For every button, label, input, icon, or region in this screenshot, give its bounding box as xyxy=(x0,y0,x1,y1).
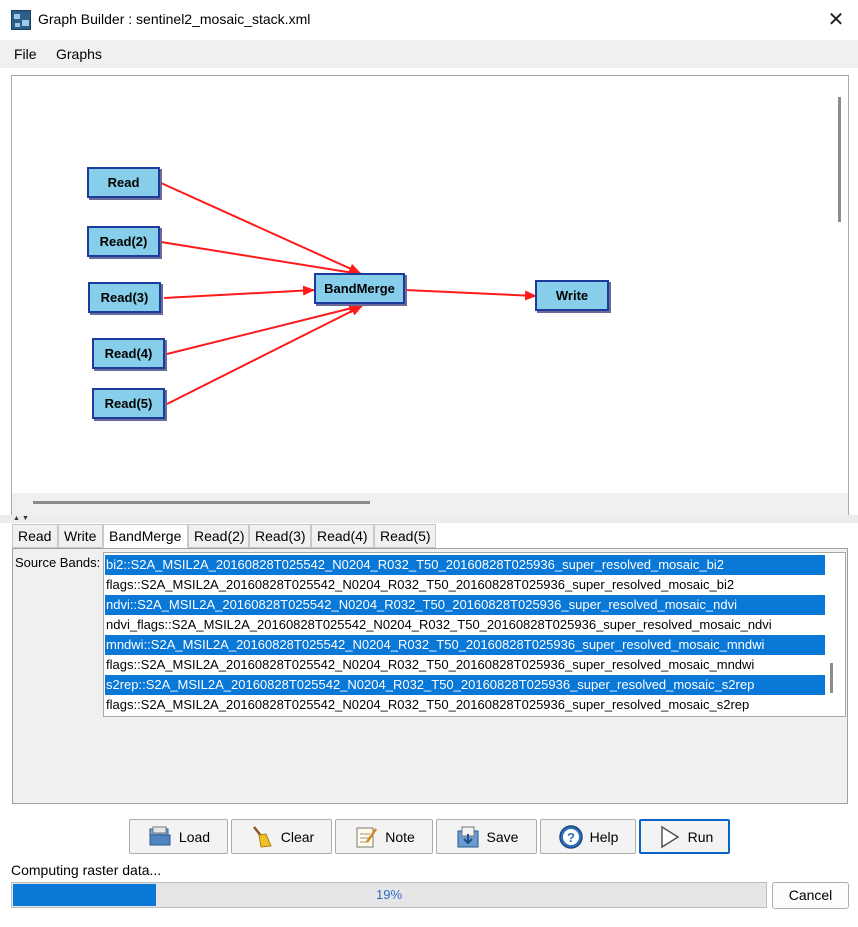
node-read[interactable]: Read xyxy=(87,167,160,198)
play-icon xyxy=(656,824,682,850)
edge-read-bandmerge xyxy=(160,182,361,274)
tab-read-2[interactable]: Read(2) xyxy=(188,524,249,548)
clear-button-label: Clear xyxy=(280,828,315,845)
canvas-vertical-scrollbar[interactable] xyxy=(838,97,841,222)
save-button[interactable]: Save xyxy=(436,819,537,854)
edge-read3-bandmerge xyxy=(163,285,315,299)
node-read-5[interactable]: Read(5) xyxy=(92,388,165,419)
title-bar xyxy=(0,0,858,40)
band-item[interactable]: s2rep::S2A_MSIL2A_20160828T025542_N0204_… xyxy=(105,675,825,695)
node-read-3[interactable]: Read(3) xyxy=(88,282,161,313)
node-read-4[interactable]: Read(4) xyxy=(92,338,165,369)
node-tabs: Read Write BandMerge Read(2) Read(3) Rea… xyxy=(12,524,850,548)
load-button[interactable]: Load xyxy=(129,819,228,854)
band-item[interactable]: flags::S2A_MSIL2A_20160828T025542_N0204_… xyxy=(106,657,755,672)
tab-write[interactable]: Write xyxy=(58,524,103,548)
progress-bar: 19% xyxy=(11,882,767,908)
progress-fill xyxy=(13,884,156,906)
save-button-label: Save xyxy=(486,828,519,845)
app-icon xyxy=(11,10,31,30)
folder-icon xyxy=(147,824,173,850)
split-pane-divider[interactable]: ▲ ▼ xyxy=(0,515,858,523)
bands-list-scrollbar[interactable] xyxy=(830,663,833,693)
band-item[interactable]: ndvi_flags::S2A_MSIL2A_20160828T025542_N… xyxy=(106,617,772,632)
tab-read-3[interactable]: Read(3) xyxy=(249,524,311,548)
run-button-label: Run xyxy=(687,828,714,845)
help-button-label: Help xyxy=(589,828,619,845)
tab-bandmerge[interactable]: BandMerge xyxy=(103,524,188,548)
collapse-down-icon[interactable]: ▼ xyxy=(22,515,29,522)
run-button[interactable]: Run xyxy=(639,819,730,854)
note-button-label: Note xyxy=(385,828,415,845)
menu-graphs[interactable]: Graphs xyxy=(56,46,102,62)
edge-read5-bandmerge xyxy=(166,305,363,405)
load-button-label: Load xyxy=(178,828,211,845)
band-item[interactable]: flags::S2A_MSIL2A_20160828T025542_N0204_… xyxy=(106,577,735,592)
window-title: Graph Builder : sentinel2_mosaic_stack.x… xyxy=(38,11,311,27)
band-item[interactable]: ndvi::S2A_MSIL2A_20160828T025542_N0204_R… xyxy=(105,595,825,615)
menu-bar: File Graphs xyxy=(0,40,858,68)
band-item[interactable]: bi2::S2A_MSIL2A_20160828T025542_N0204_R0… xyxy=(105,555,825,575)
node-bandmerge[interactable]: BandMerge xyxy=(314,273,405,304)
band-item[interactable]: flags::S2A_MSIL2A_20160828T025542_N0204_… xyxy=(106,697,750,712)
save-icon xyxy=(455,824,481,850)
help-button[interactable]: ? Help xyxy=(540,819,636,854)
edge-read2-bandmerge xyxy=(160,241,361,278)
canvas-scroll-track xyxy=(12,493,848,515)
node-read-2[interactable]: Read(2) xyxy=(87,226,160,257)
progress-label: 19% xyxy=(375,887,403,902)
tab-read-4[interactable]: Read(4) xyxy=(311,524,374,548)
notepad-icon xyxy=(353,824,379,850)
status-text: Computing raster data... xyxy=(11,862,162,878)
canvas-horizontal-scrollbar[interactable] xyxy=(33,501,370,504)
collapse-up-icon[interactable]: ▲ xyxy=(13,515,20,522)
svg-text:?: ? xyxy=(567,830,575,845)
band-item[interactable]: mndwi::S2A_MSIL2A_20160828T025542_N0204_… xyxy=(105,635,825,655)
source-bands-label: Source Bands: xyxy=(15,555,101,570)
edge-read4-bandmerge xyxy=(166,303,361,355)
graph-edges xyxy=(160,182,537,405)
cancel-button[interactable]: Cancel xyxy=(772,882,849,909)
tab-read[interactable]: Read xyxy=(12,524,58,548)
help-icon: ? xyxy=(558,824,584,850)
menu-file[interactable]: File xyxy=(14,46,37,62)
edge-bandmerge-write xyxy=(404,289,537,301)
broom-icon xyxy=(249,824,275,850)
node-write[interactable]: Write xyxy=(535,280,609,311)
note-button[interactable]: Note xyxy=(335,819,433,854)
clear-button[interactable]: Clear xyxy=(231,819,332,854)
close-window-button[interactable]: ✕ xyxy=(827,9,845,31)
source-bands-list[interactable]: bi2::S2A_MSIL2A_20160828T025542_N0204_R0… xyxy=(103,552,846,717)
tab-read-5[interactable]: Read(5) xyxy=(374,524,436,548)
